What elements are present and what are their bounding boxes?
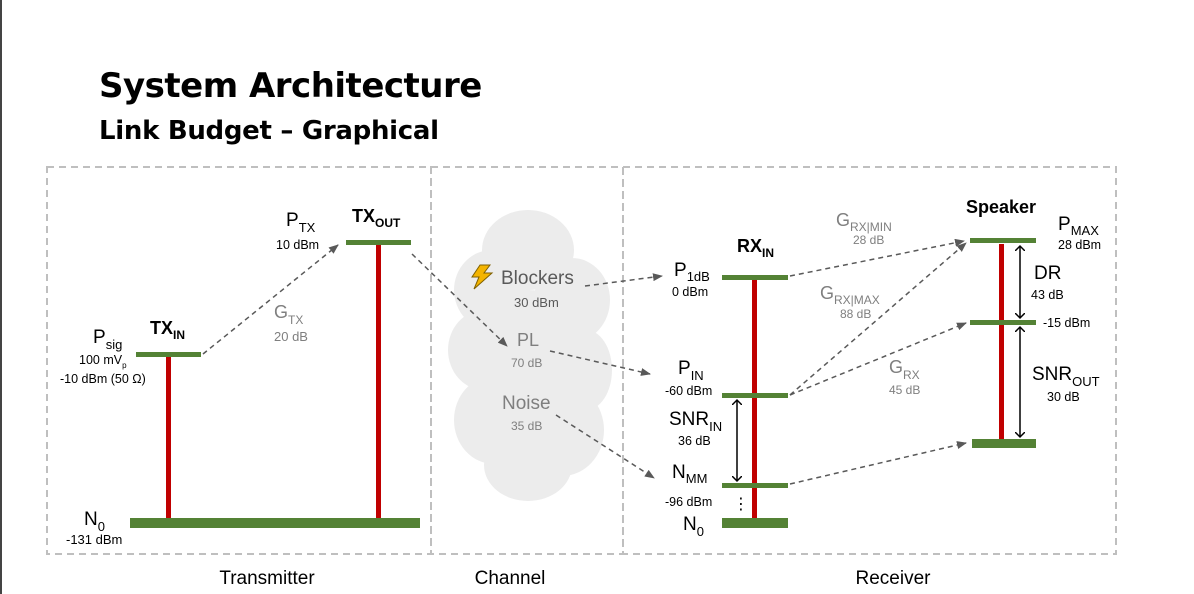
grxmax-label: GRX|MAX xyxy=(820,283,880,307)
pin-value: -60 dBm xyxy=(665,384,712,398)
noise-label: Noise xyxy=(502,393,551,414)
noise-value: 35 dB xyxy=(511,419,542,433)
pmax-level xyxy=(970,238,1036,243)
p1db-label: P1dB xyxy=(674,260,710,284)
grxmax-arrow xyxy=(789,242,967,396)
ptx-value: 10 dBm xyxy=(276,238,319,252)
grxmax-value: 88 dB xyxy=(840,307,871,321)
continuation-dots: ⋮ xyxy=(733,496,749,513)
p1db-value: 0 dBm xyxy=(672,285,708,299)
tx-n0-value: -131 dBm xyxy=(66,532,122,547)
p1db-level xyxy=(722,275,788,280)
grxmin-value: 28 dB xyxy=(853,233,884,247)
ptx-label: PTX xyxy=(286,210,316,235)
dr-label: DR xyxy=(1034,263,1061,284)
page-title: System Architecture xyxy=(99,66,482,106)
pl-to-pin-arrow xyxy=(549,350,651,376)
tx-to-pl-arrow xyxy=(411,253,508,347)
speaker-label: Speaker xyxy=(966,197,1036,217)
noise-to-nmm-arrow xyxy=(555,414,655,479)
noise-gain-arrow xyxy=(789,441,967,485)
txin-label: TXIN xyxy=(150,318,185,342)
page-subtitle: Link Budget – Graphical xyxy=(99,116,439,146)
dr-value: 43 dB xyxy=(1031,288,1064,302)
pmax-label: PMAX xyxy=(1058,214,1099,238)
mid-level-value: -15 dBm xyxy=(1043,316,1090,330)
blockers-value: 30 dBm xyxy=(514,295,559,310)
grxmin-arrow xyxy=(789,238,965,277)
pin-level xyxy=(722,393,788,398)
grxmin-label: GRX|MIN xyxy=(836,210,892,234)
snrin-label: SNRIN xyxy=(669,409,722,434)
pin-label: PIN xyxy=(678,358,704,383)
txin-level xyxy=(136,352,201,357)
nmm-label: NMM xyxy=(672,462,707,486)
txout-label: TXOUT xyxy=(352,206,401,230)
psig-value-mvp: 100 mVp xyxy=(79,353,127,370)
grx-arrow xyxy=(789,322,967,396)
left-border xyxy=(0,0,2,594)
transmitter-label: Transmitter xyxy=(219,568,315,589)
lightning-bolt-icon xyxy=(471,264,494,290)
nmm-value: -96 dBm xyxy=(665,495,712,509)
blockers-label: Blockers xyxy=(501,268,574,289)
pmax-value: 28 dBm xyxy=(1058,238,1101,252)
psig-label: Psig xyxy=(93,327,122,352)
snrout-value: 30 dB xyxy=(1047,390,1080,404)
snrin-value: 36 dB xyxy=(678,434,711,448)
pl-value: 70 dB xyxy=(511,356,542,370)
psig-value-dbm: -10 dBm (50 Ω) xyxy=(60,372,146,386)
nmm-level xyxy=(722,483,788,488)
grx-value: 45 dB xyxy=(889,383,920,397)
gtx-label: GTX xyxy=(274,302,303,327)
receiver-panel xyxy=(622,166,1117,555)
txout-level xyxy=(346,240,411,245)
pl-label: PL xyxy=(517,330,539,350)
gain-tx-arrow xyxy=(202,244,339,355)
snrout-label: SNROUT xyxy=(1032,364,1100,389)
channel-label: Channel xyxy=(475,568,546,589)
txin-bar xyxy=(166,356,171,518)
rx-noise-floor-level xyxy=(722,518,788,528)
gtx-value: 20 dB xyxy=(274,329,308,344)
tx-noise-floor-level xyxy=(130,518,420,528)
rxin-label: RXIN xyxy=(737,236,774,260)
grx-label: GRX xyxy=(889,357,920,382)
blockers-to-p1db-arrow xyxy=(584,273,663,287)
speaker-bar xyxy=(999,244,1004,440)
speaker-floor-level xyxy=(972,439,1036,448)
tx-n0-label: N0 xyxy=(84,509,105,534)
rx-n0-label: N0 xyxy=(683,514,704,539)
mid-level xyxy=(970,320,1036,325)
txout-bar xyxy=(376,244,381,518)
channel-cloud xyxy=(448,210,612,501)
receiver-label: Receiver xyxy=(856,568,932,589)
